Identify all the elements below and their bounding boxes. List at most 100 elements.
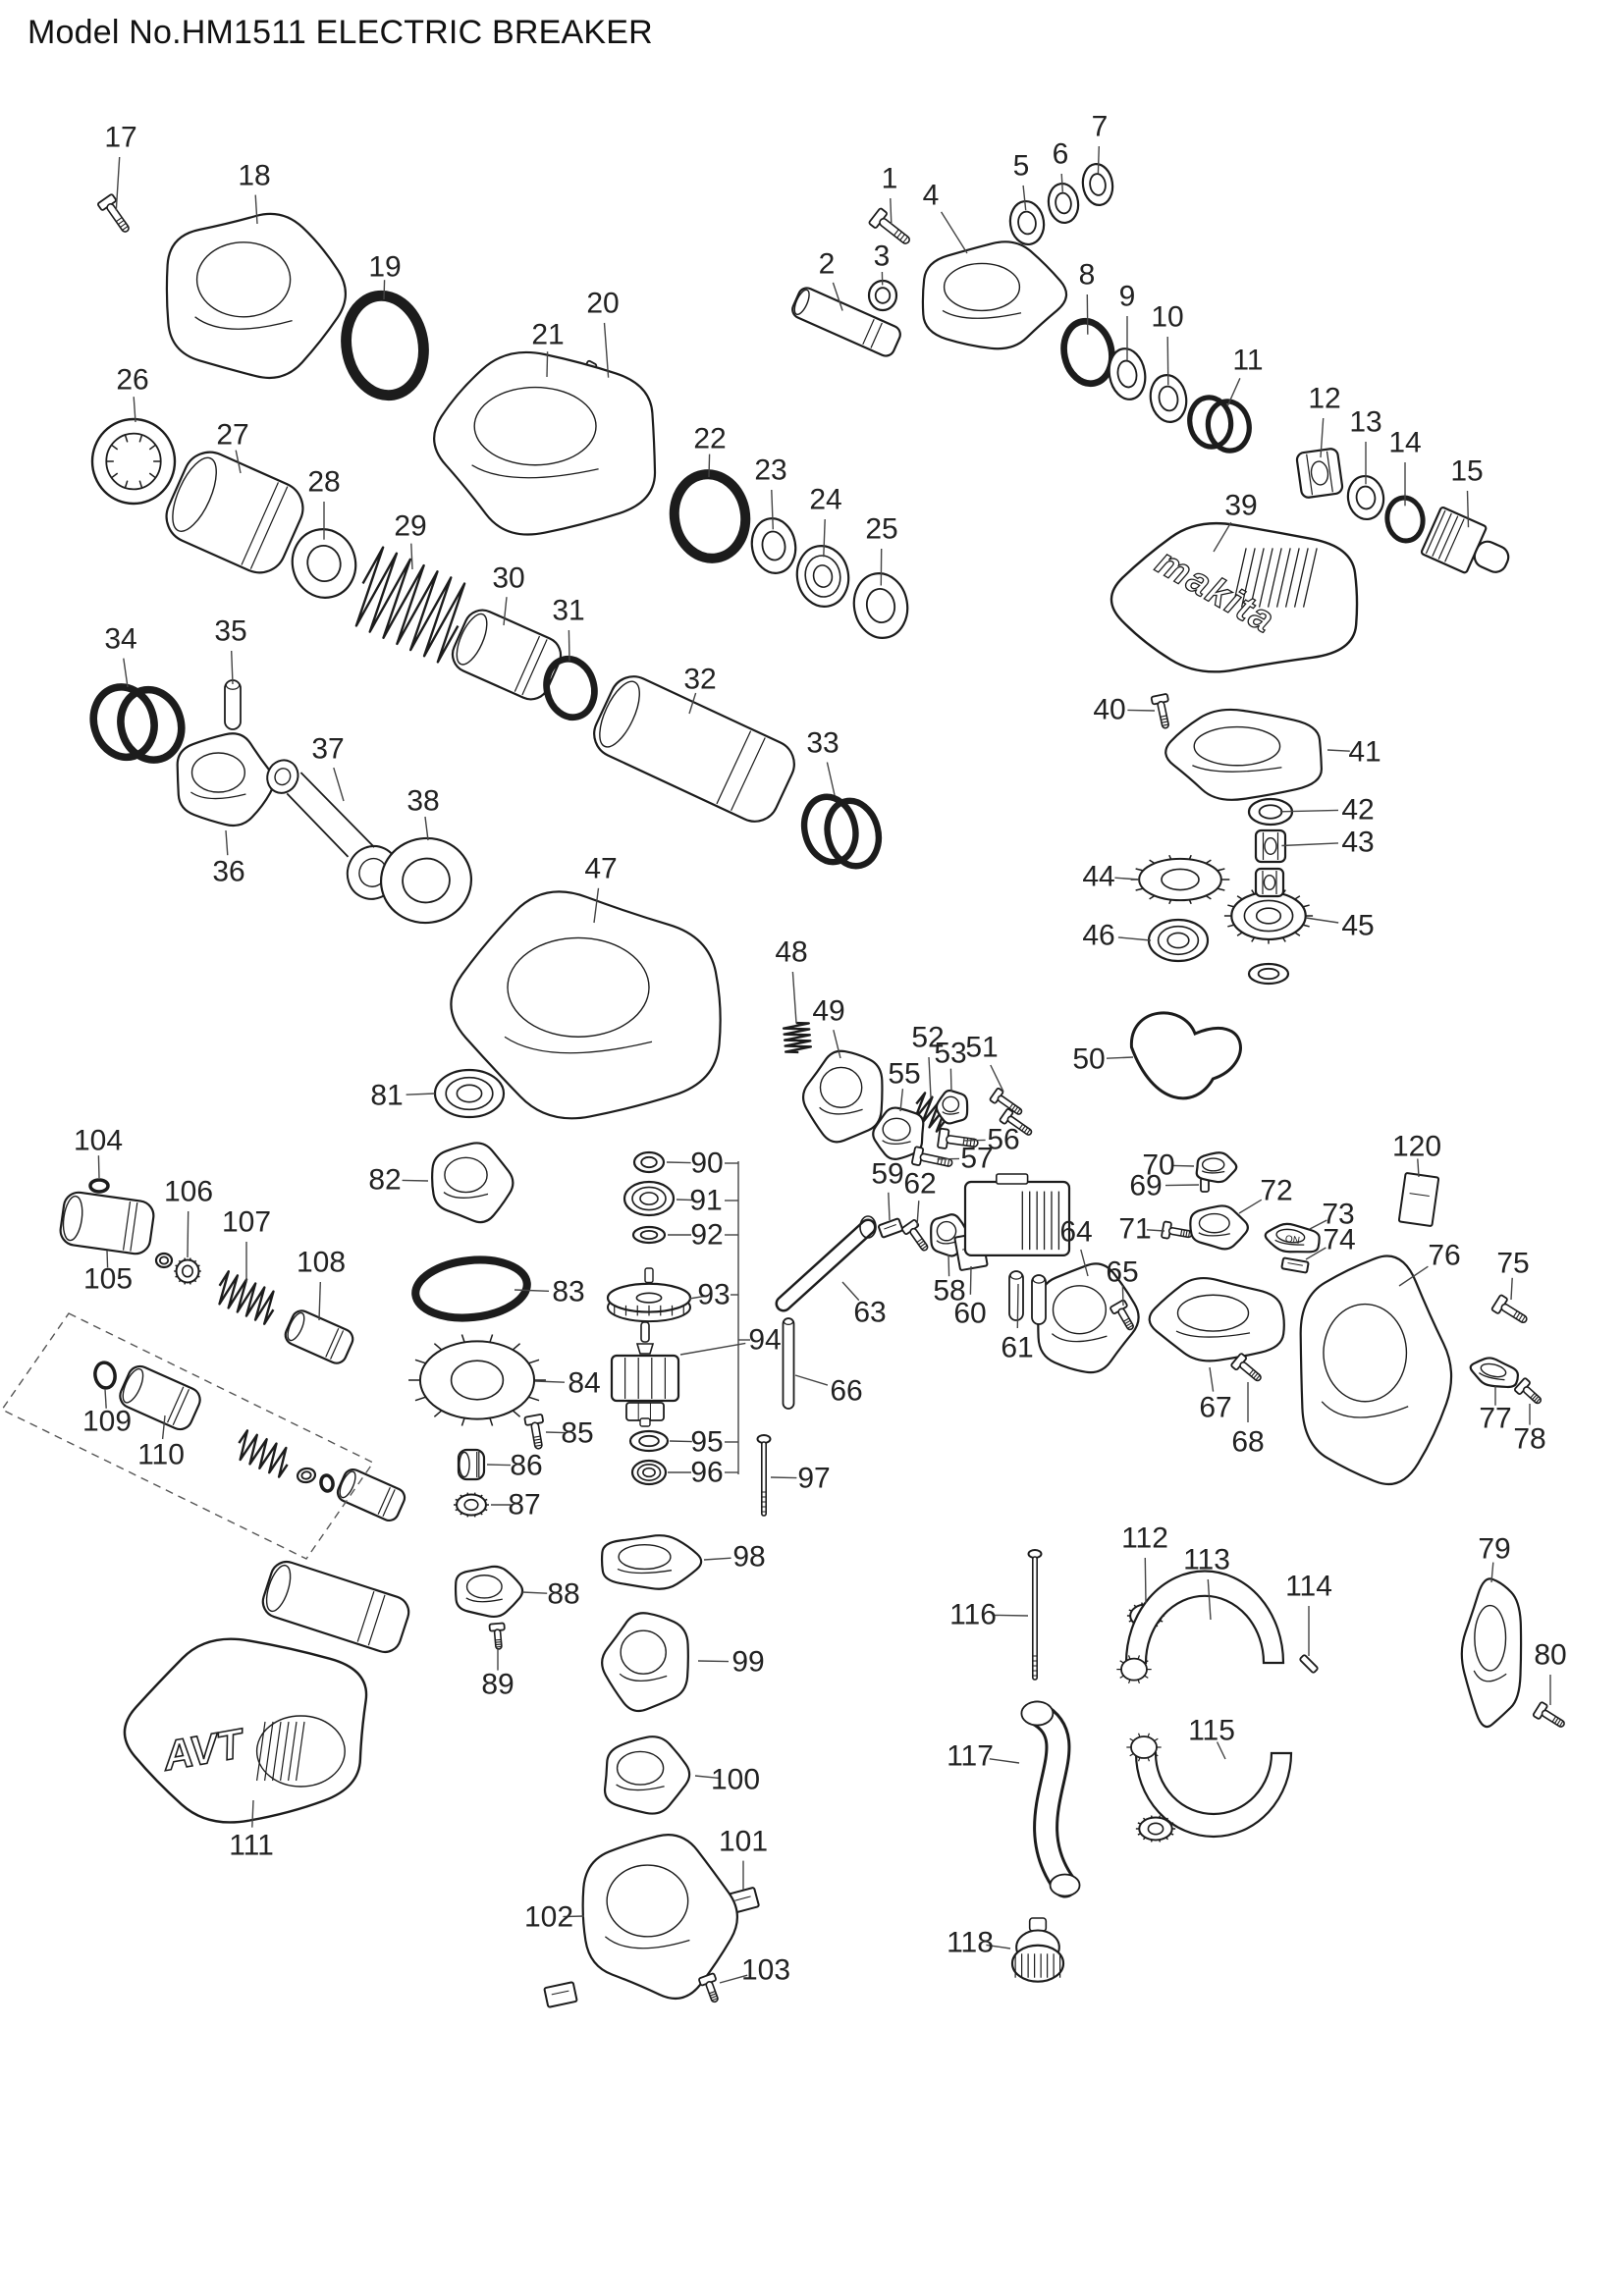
part-77-drawing xyxy=(1469,1357,1519,1389)
part-62-drawing xyxy=(900,1219,929,1252)
part-label-73: 73 xyxy=(1322,1199,1354,1231)
part-label-74: 74 xyxy=(1323,1224,1355,1256)
part-22-drawing xyxy=(669,469,751,563)
leader-line-72 xyxy=(1238,1199,1263,1214)
part-66-drawing xyxy=(782,1317,795,1410)
leader-line-17 xyxy=(115,156,121,211)
part-94-drawing xyxy=(610,1321,680,1427)
leader-line-74 xyxy=(1305,1247,1326,1260)
part-label-120: 120 xyxy=(1392,1131,1441,1163)
part-100-drawing xyxy=(603,1735,691,1815)
part-decoration-drawing xyxy=(999,1107,1033,1136)
leader-line-117 xyxy=(989,1758,1020,1764)
leader-line-110 xyxy=(161,1415,166,1440)
leader-line-34 xyxy=(123,658,129,688)
leader-line-23 xyxy=(771,489,774,530)
leader-line-103 xyxy=(719,1974,748,1984)
part-118-drawing xyxy=(1010,1917,1065,1983)
part-decoration-drawing xyxy=(1008,1270,1024,1321)
part-label-5: 5 xyxy=(1013,150,1030,183)
leader-line-108 xyxy=(318,1281,321,1321)
part-label-23: 23 xyxy=(754,454,786,487)
part-decoration-drawing xyxy=(1247,962,1290,986)
part-label-94: 94 xyxy=(748,1324,781,1357)
part-91-drawing xyxy=(623,1180,676,1217)
part-12-drawing xyxy=(1295,448,1344,499)
part-label-66: 66 xyxy=(830,1375,862,1408)
leader-line-61 xyxy=(1016,1283,1019,1329)
leader-line-53 xyxy=(949,1068,952,1093)
leader-line-98 xyxy=(703,1557,731,1561)
part-label-79: 79 xyxy=(1478,1533,1510,1566)
part-109-drawing xyxy=(93,1361,117,1390)
part-59-drawing xyxy=(878,1217,903,1239)
leader-line-51 xyxy=(990,1064,1004,1093)
part-label-80: 80 xyxy=(1534,1639,1566,1672)
part-67-drawing xyxy=(1148,1276,1285,1362)
part-label-101: 101 xyxy=(719,1826,768,1858)
part-89-drawing xyxy=(488,1622,506,1650)
part-5-drawing xyxy=(1008,199,1046,246)
leader-line-5 xyxy=(1022,185,1027,211)
leader-line-65 xyxy=(1121,1285,1124,1307)
part-108-drawing xyxy=(284,1309,354,1364)
part-label-41: 41 xyxy=(1348,736,1380,769)
part-label-65: 65 xyxy=(1106,1256,1138,1289)
part-label-117: 117 xyxy=(947,1740,994,1773)
part-8-drawing xyxy=(1060,317,1115,388)
part-11-drawing xyxy=(1187,395,1252,454)
part-label-112: 112 xyxy=(1121,1522,1168,1555)
part-70-drawing xyxy=(1195,1151,1238,1184)
leader-line-35 xyxy=(231,650,234,685)
part-label-44: 44 xyxy=(1082,861,1114,893)
part-31-drawing xyxy=(543,655,598,721)
part-decoration-drawing xyxy=(296,1467,317,1484)
part-label-62: 62 xyxy=(903,1168,936,1201)
leader-line-18 xyxy=(254,194,258,225)
part-label-7: 7 xyxy=(1092,111,1109,143)
leader-line-43 xyxy=(1281,842,1339,847)
part-label-2: 2 xyxy=(819,248,836,281)
part-label-110: 110 xyxy=(137,1439,185,1471)
part-decoration-drawing xyxy=(543,1981,578,2008)
part-6-drawing xyxy=(1047,182,1080,225)
part-107-drawing xyxy=(218,1270,275,1325)
leader-line-67 xyxy=(1209,1366,1215,1392)
part-label-104: 104 xyxy=(74,1125,123,1157)
part-label-69: 69 xyxy=(1129,1170,1162,1202)
part-decoration-drawing xyxy=(261,1560,410,1654)
part-decoration-drawing xyxy=(1135,1815,1176,1842)
part-label-47: 47 xyxy=(584,853,617,885)
part-label-97: 97 xyxy=(797,1463,830,1495)
part-label-18: 18 xyxy=(238,160,270,192)
part-label-37: 37 xyxy=(311,733,344,766)
leader-line-105 xyxy=(106,1250,109,1268)
part-decoration-drawing xyxy=(238,1429,289,1478)
part-label-14: 14 xyxy=(1388,427,1421,459)
part-33-drawing xyxy=(800,793,883,870)
leader-line-6 xyxy=(1060,173,1063,192)
armature-assembly-bracket xyxy=(725,1161,750,1474)
part-71-drawing xyxy=(1161,1220,1193,1240)
part-50-drawing xyxy=(1129,1011,1242,1100)
leader-line-8 xyxy=(1086,294,1089,335)
part-34-drawing xyxy=(89,683,186,764)
part-105-drawing xyxy=(59,1191,155,1255)
leader-line-20 xyxy=(603,322,610,378)
leader-line-90 xyxy=(666,1161,691,1164)
part-76-drawing xyxy=(1299,1255,1453,1486)
part-46-drawing xyxy=(1147,918,1210,963)
part-label-29: 29 xyxy=(394,510,426,543)
leader-line-49 xyxy=(833,1030,841,1059)
part-25-drawing xyxy=(852,572,909,639)
part-label-56: 56 xyxy=(987,1124,1019,1156)
part-label-78: 78 xyxy=(1513,1423,1545,1456)
leader-line-31 xyxy=(568,629,570,662)
part-30-drawing xyxy=(451,609,563,701)
part-label-93: 93 xyxy=(697,1279,730,1311)
leader-line-30 xyxy=(503,597,508,626)
part-label-32: 32 xyxy=(683,664,716,696)
leader-line-82 xyxy=(402,1179,429,1182)
part-label-61: 61 xyxy=(1001,1332,1033,1364)
